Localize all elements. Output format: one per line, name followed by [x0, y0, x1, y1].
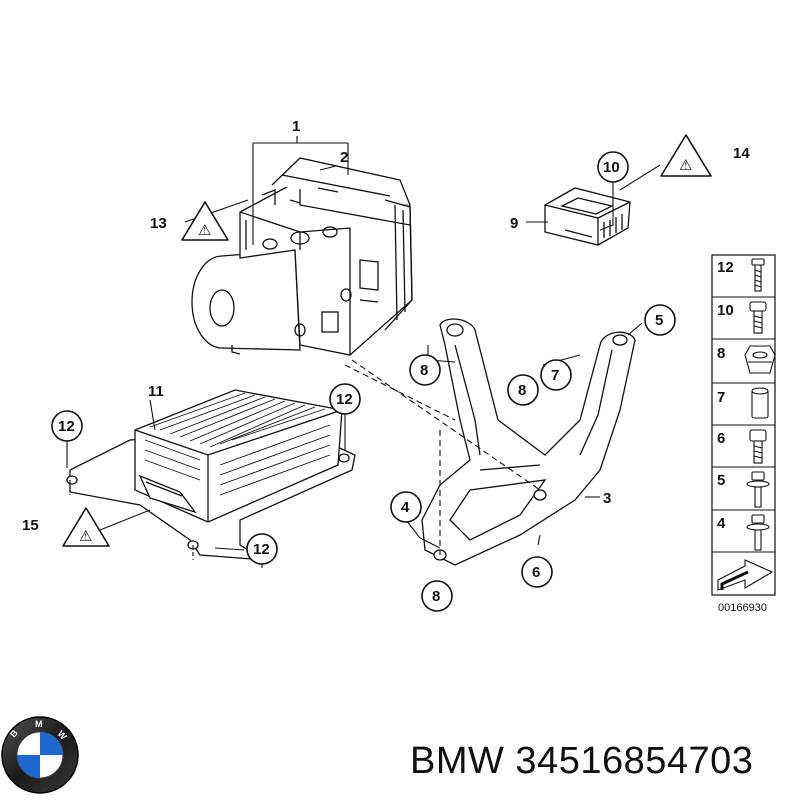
drawing-number: 00166930 [718, 602, 767, 614]
legend-label: 8 [717, 345, 725, 362]
sleeve-icon [751, 387, 769, 419]
warning-triangle-icon: ⚠ [62, 507, 110, 547]
callout-12c: 12 [253, 541, 270, 558]
callout-5: 5 [655, 312, 663, 329]
callout-circle-8b [507, 374, 539, 406]
callout-2: 2 [340, 149, 348, 166]
callout-1: 1 [292, 118, 300, 135]
washer-bolt-icon [746, 471, 770, 508]
callout-3: 3 [603, 490, 611, 507]
warning-triangle-icon: ⚠ [660, 134, 712, 177]
warning-symbol: ⚠ [198, 221, 211, 239]
callout-4: 4 [401, 499, 410, 516]
callout-12b: 12 [336, 391, 353, 408]
warning-triangle-icon: ⚠ [181, 201, 229, 241]
callout-8a: 8 [420, 362, 428, 379]
callouts: 1 2 3 9 11 13 14 15 10 5 7 8 8 12 12 12 … [22, 118, 750, 612]
callout-circle-12c [246, 533, 278, 565]
callout-circle-5 [644, 304, 676, 336]
callout-circle-8a [409, 354, 441, 386]
washer-bolt-icon [746, 514, 770, 551]
control-unit-drawing [66, 389, 356, 561]
warning-symbol: ⚠ [79, 527, 92, 545]
legend-label: 6 [717, 430, 725, 447]
svg-text:M: M [35, 719, 43, 729]
callout-15: 15 [22, 517, 39, 534]
sensor-drawing [544, 187, 631, 246]
callout-7: 7 [551, 367, 559, 384]
flange-bolt-icon [749, 301, 767, 334]
callout-circle-8c [421, 580, 453, 612]
bmw-logo: B M W [1, 716, 79, 794]
legend-label: 10 [717, 302, 734, 319]
bracket-drawing [421, 318, 636, 566]
part-number-label: BMW 34516854703 [410, 740, 754, 782]
hydraulic-unit-drawing [191, 157, 413, 356]
callout-10: 10 [603, 159, 620, 176]
legend-label: 4 [717, 515, 726, 532]
hex-bolt-icon [749, 429, 767, 464]
grommet-icon [744, 345, 776, 374]
callout-circle-12a [51, 410, 83, 442]
arrow-icon [717, 559, 774, 591]
callout-13: 13 [150, 215, 167, 232]
callout-12a: 12 [58, 418, 75, 435]
callout-11: 11 [148, 383, 164, 400]
callout-8c: 8 [432, 588, 440, 605]
callout-circle-7 [540, 359, 572, 391]
legend-label: 12 [717, 259, 734, 276]
callout-8b: 8 [518, 382, 526, 399]
svg-text:B: B [8, 727, 20, 739]
callout-14: 14 [733, 145, 750, 162]
callout-circle-4 [390, 491, 422, 523]
callout-6: 6 [532, 564, 540, 581]
callout-circle-12b [329, 383, 361, 415]
legend-label: 7 [717, 389, 725, 406]
warning-triangles: ⚠ ⚠ ⚠ [62, 134, 712, 547]
callout-circle-10 [597, 151, 629, 183]
bolt-icon [751, 258, 765, 292]
callout-circle-6 [521, 556, 553, 588]
callout-9: 9 [510, 215, 518, 232]
legend-label: 5 [717, 472, 725, 489]
hardware-legend: 12 10 8 7 6 5 4 [711, 254, 776, 614]
warning-symbol: ⚠ [679, 156, 692, 174]
